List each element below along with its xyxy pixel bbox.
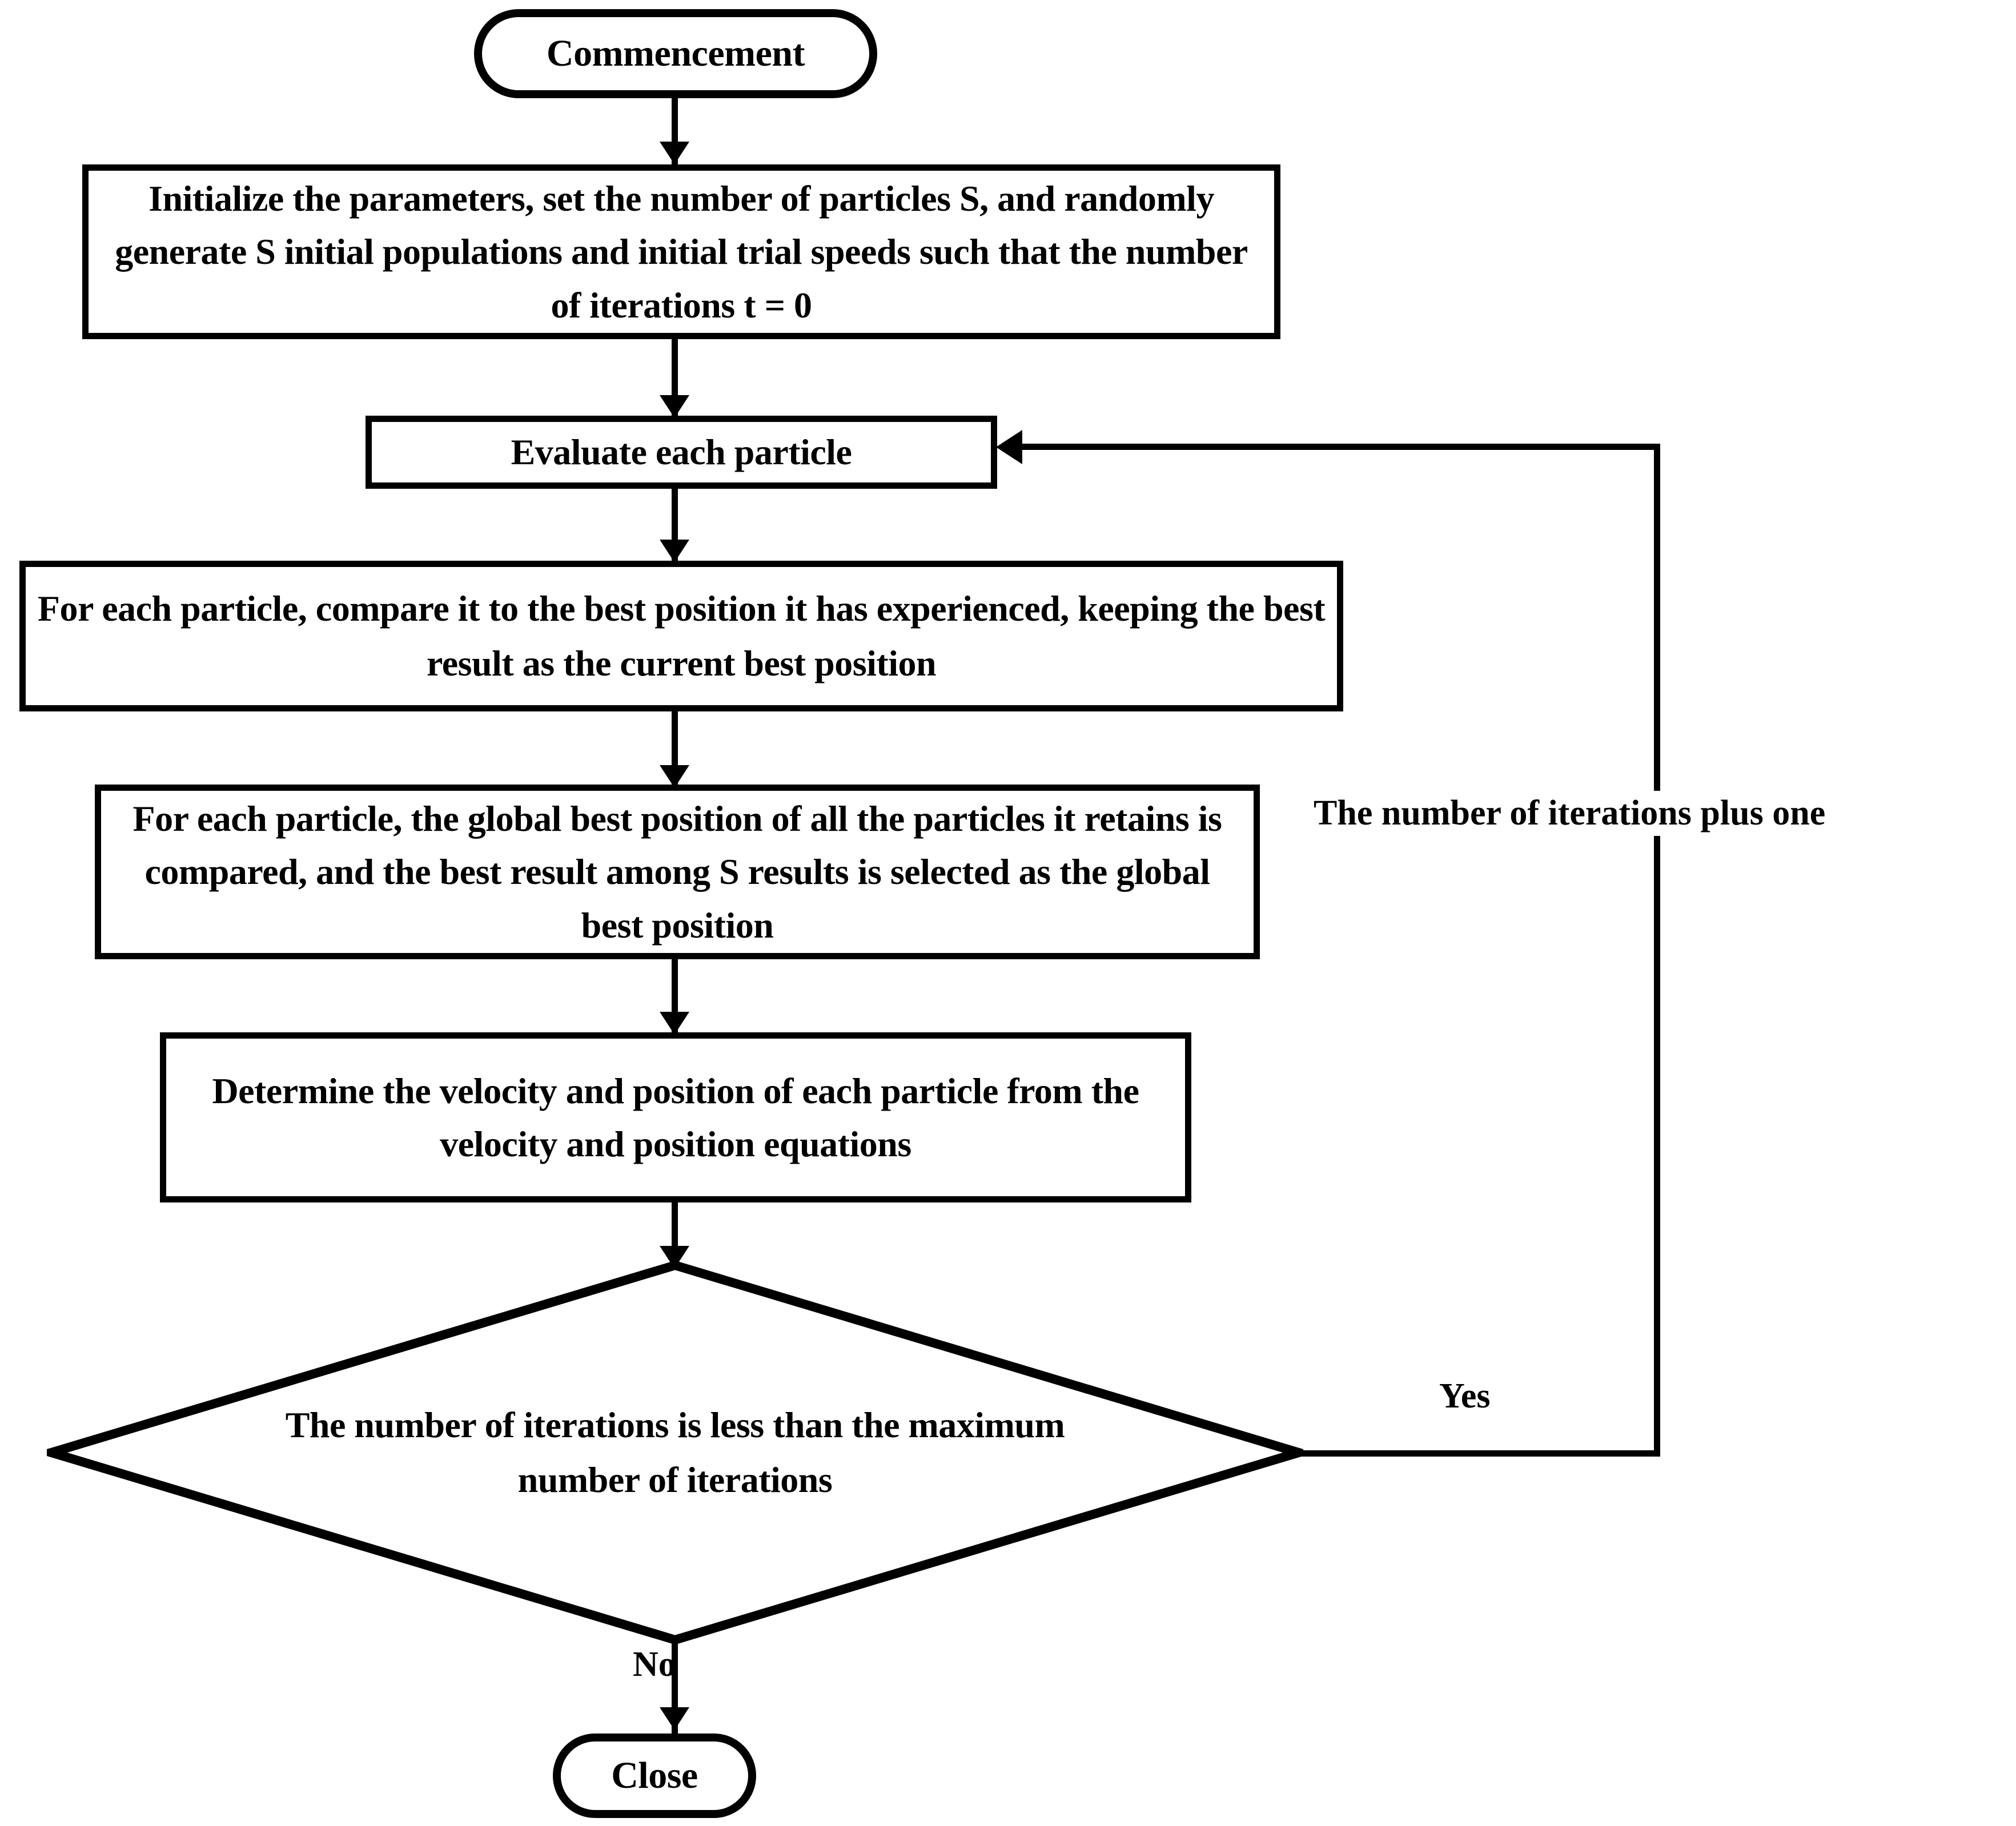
- node-global-best[interactable]: For each particle, the global best posit…: [95, 785, 1260, 959]
- connector-yes-horizontal: [1294, 1450, 1660, 1457]
- node-evaluate-label: Evaluate each particle: [511, 431, 852, 472]
- node-evaluate[interactable]: Evaluate each particle: [366, 416, 997, 489]
- arrowhead-personal-best: [660, 540, 689, 562]
- node-decision[interactable]: The number of iterations is less than th…: [47, 1261, 1303, 1644]
- connector-global-best-to-update: [672, 959, 678, 1033]
- edge-label-loop-iterations-plus-one: The number of iterations plus one: [1308, 791, 1832, 836]
- connector-evaluate-to-personal-best: [672, 488, 678, 562]
- node-initialize-label: Initialize the parameters, set the numbe…: [115, 178, 1248, 325]
- decision-diamond-shape: [47, 1261, 1303, 1644]
- arrowhead-initialize: [660, 142, 689, 164]
- node-global-best-label: For each particle, the global best posit…: [132, 798, 1222, 946]
- arrowhead-loop-into-evaluate: [996, 430, 1022, 464]
- node-start-label: Commencement: [546, 33, 805, 75]
- connector-initialize-to-evaluate: [672, 338, 678, 418]
- node-start[interactable]: Commencement: [474, 9, 877, 98]
- connector-start-to-initialize: [672, 96, 678, 167]
- node-end[interactable]: Close: [553, 1734, 756, 1818]
- node-update-label: Determine the velocity and position of e…: [212, 1070, 1139, 1164]
- connector-update-to-decision: [672, 1202, 678, 1275]
- arrowhead-update: [660, 1012, 689, 1035]
- node-end-label: Close: [611, 1755, 698, 1797]
- arrowhead-evaluate: [660, 395, 689, 418]
- node-decision-label: The number of iterations is less than th…: [285, 1405, 1065, 1500]
- connector-loop-vertical: [1654, 444, 1660, 1457]
- node-personal-best-label: For each particle, compare it to the bes…: [37, 588, 1326, 683]
- node-personal-best[interactable]: For each particle, compare it to the bes…: [19, 561, 1343, 711]
- edge-label-no: No: [633, 1645, 676, 1684]
- connector-loop-horizontal: [1022, 444, 1660, 450]
- node-initialize[interactable]: Initialize the parameters, set the numbe…: [82, 164, 1280, 339]
- arrowhead-global-best: [660, 765, 689, 788]
- connector-decision-to-close: [672, 1634, 678, 1740]
- edge-label-yes: Yes: [1439, 1377, 1491, 1415]
- connector-personal-best-to-global-best: [672, 711, 678, 788]
- arrowhead-close: [660, 1707, 689, 1730]
- node-update[interactable]: Determine the velocity and position of e…: [160, 1032, 1191, 1202]
